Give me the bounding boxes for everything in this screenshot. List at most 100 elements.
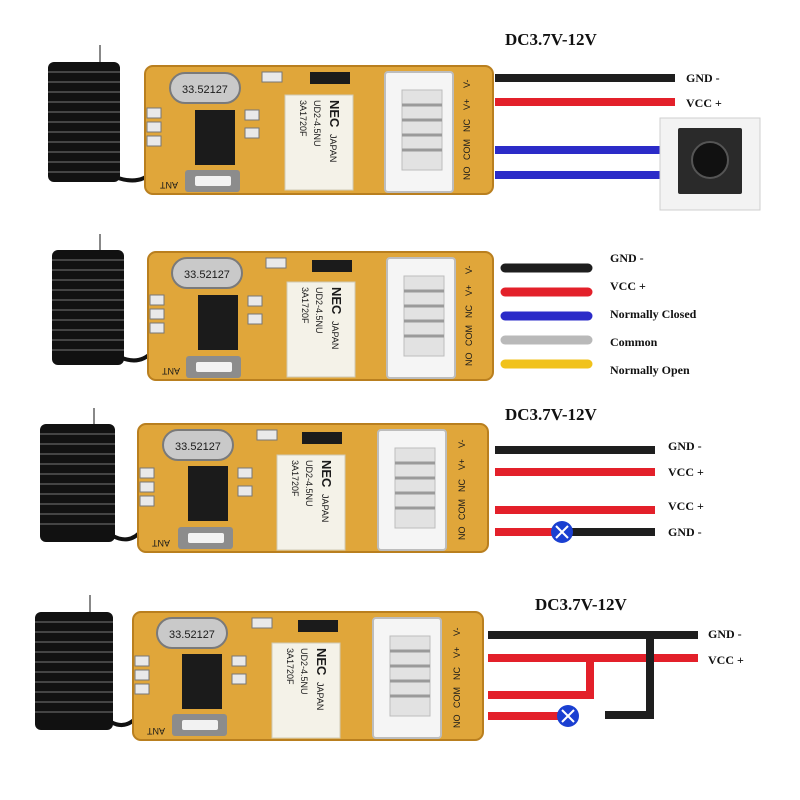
wire-red-jumper xyxy=(488,658,594,699)
push-button-icon xyxy=(659,117,761,211)
antenna-coil xyxy=(40,408,144,542)
terminal-label-no: NO xyxy=(457,527,467,541)
terminal-label-nc: NC xyxy=(462,119,472,132)
terminal-label-vminus: V- xyxy=(462,79,472,88)
chip xyxy=(182,654,222,709)
panel-3: 33.52127 NEC JAPAN UD2-4.5NU 3A1720F xyxy=(40,405,704,553)
wire-label-vcc: VCC + xyxy=(686,96,722,110)
terminal-label-vminus: V- xyxy=(457,439,467,448)
terminal-connector xyxy=(386,257,456,379)
relay-origin: JAPAN xyxy=(320,494,330,522)
wire-black-jumper xyxy=(605,635,654,719)
relay-brand: NEC xyxy=(329,287,344,315)
ant-label: ANT xyxy=(151,538,170,548)
relay-code: 3A1720F xyxy=(298,100,308,137)
lamp-icon xyxy=(557,705,579,727)
terminal-label-nc: NC xyxy=(452,667,462,680)
wire-label-gnd: GND - xyxy=(708,627,742,641)
terminal-label-nc: NC xyxy=(457,479,467,492)
wires xyxy=(495,74,680,179)
terminal-connector xyxy=(372,617,442,739)
relay: NEC JAPAN UD2-4.5NU 3A1720F xyxy=(276,454,346,551)
terminal-label-vplus: V+ xyxy=(462,99,472,110)
antenna-coil xyxy=(35,595,139,730)
terminal-label-com: COM xyxy=(464,325,474,346)
crystal-text: 33.52127 xyxy=(182,84,228,96)
wire-label-vcc: VCC + xyxy=(610,279,646,293)
relay-model: UD2-4.5NU xyxy=(314,287,324,334)
chip xyxy=(195,110,235,165)
voltage-label: DC3.7V-12V xyxy=(505,30,597,49)
terminal-label-no: NO xyxy=(464,353,474,367)
relay-code: 3A1720F xyxy=(285,648,295,685)
crystal: 33.52127 xyxy=(171,257,243,289)
wire-label-gnd: GND - xyxy=(668,439,702,453)
relay-origin: JAPAN xyxy=(330,321,340,349)
crystal: 33.52127 xyxy=(156,617,228,649)
relay: NEC JAPAN UD2-4.5NU 3A1720F xyxy=(284,94,354,191)
ant-label: ANT xyxy=(159,180,178,190)
wires xyxy=(488,631,698,727)
relay-brand: NEC xyxy=(327,100,342,128)
terminal-label-vplus: V+ xyxy=(452,647,462,658)
wire-label-vcc: VCC + xyxy=(708,653,744,667)
receiver-board: 33.52127 NEC JAPAN UD2-4.5NU 3A1720F xyxy=(48,45,494,195)
antenna-coil xyxy=(48,45,154,183)
terminal-label-nc: NC xyxy=(464,305,474,318)
voltage-label: DC3.7V-12V xyxy=(535,595,627,614)
relay-brand: NEC xyxy=(319,460,334,488)
relay-code: 3A1720F xyxy=(300,287,310,324)
crystal-text: 33.52127 xyxy=(175,441,221,453)
wire-label-normally-closed: Normally Closed xyxy=(610,307,697,321)
relay-origin: JAPAN xyxy=(328,134,338,162)
relay: NEC JAPAN UD2-4.5NU 3A1720F xyxy=(286,281,356,378)
terminal-label-com: COM xyxy=(452,687,462,708)
voltage-label: DC3.7V-12V xyxy=(505,405,597,424)
relay-brand: NEC xyxy=(314,648,329,676)
antenna-coil xyxy=(52,234,154,365)
wires xyxy=(495,446,655,543)
relay-model: UD2-4.5NU xyxy=(304,460,314,507)
wire-label-gnd-load: GND - xyxy=(668,525,702,539)
crystal-text: 33.52127 xyxy=(184,269,230,281)
ant-label: ANT xyxy=(146,726,165,736)
panel-2: 33.52127 NEC JAPAN UD2-4.5NU 3A1720F xyxy=(52,234,697,381)
crystal: 33.52127 xyxy=(169,72,241,104)
crystal: 33.52127 xyxy=(162,429,234,461)
terminal-label-com: COM xyxy=(457,499,467,520)
crystal-text: 33.52127 xyxy=(169,629,215,641)
wire-label-normally-open: Normally Open xyxy=(610,363,690,377)
terminal-connector xyxy=(377,429,447,551)
terminal-label-vminus: V- xyxy=(452,627,462,636)
terminal-label-vminus: V- xyxy=(464,265,474,274)
wire-label-vcc-load: VCC + xyxy=(668,499,704,513)
relay-model: UD2-4.5NU xyxy=(299,648,309,695)
terminal-label-com: COM xyxy=(462,139,472,160)
chip xyxy=(188,466,228,521)
terminal-label-no: NO xyxy=(452,715,462,729)
panel-1: 33.52127 NEC JAPAN UD2-4.5NU 3A1720F xyxy=(48,30,761,211)
wires xyxy=(500,263,593,369)
panel-4: 33.52127 NEC JAPAN UD2-4.5NU 3A1720F xyxy=(35,595,744,741)
chip xyxy=(198,295,238,350)
relay: NEC JAPAN UD2-4.5NU 3A1720F xyxy=(271,642,341,739)
terminal-labels: NO COM NC V+ V- xyxy=(464,265,474,366)
wire-label-gnd: GND - xyxy=(686,71,720,85)
ant-label: ANT xyxy=(161,366,180,376)
terminal-labels: NO COM NC V+ V- xyxy=(457,439,467,540)
lamp-icon xyxy=(551,521,573,543)
relay-model: UD2-4.5NU xyxy=(312,100,322,147)
terminal-labels: NO COM NC V+ V- xyxy=(452,627,462,728)
receiver-board: 33.52127 NEC JAPAN UD2-4.5NU 3A1720F xyxy=(52,234,494,381)
wire-label-gnd: GND - xyxy=(610,251,644,265)
terminal-label-vplus: V+ xyxy=(457,459,467,470)
terminal-label-no: NO xyxy=(462,167,472,181)
terminal-labels: NO COM NC V+ V- xyxy=(462,79,472,180)
wire-label-common: Common xyxy=(610,335,658,349)
terminal-connector xyxy=(384,71,454,193)
wire-label-vcc: VCC + xyxy=(668,465,704,479)
relay-origin: JAPAN xyxy=(315,682,325,710)
relay-code: 3A1720F xyxy=(290,460,300,497)
receiver-board: 33.52127 NEC JAPAN UD2-4.5NU 3A1720F xyxy=(40,408,489,553)
